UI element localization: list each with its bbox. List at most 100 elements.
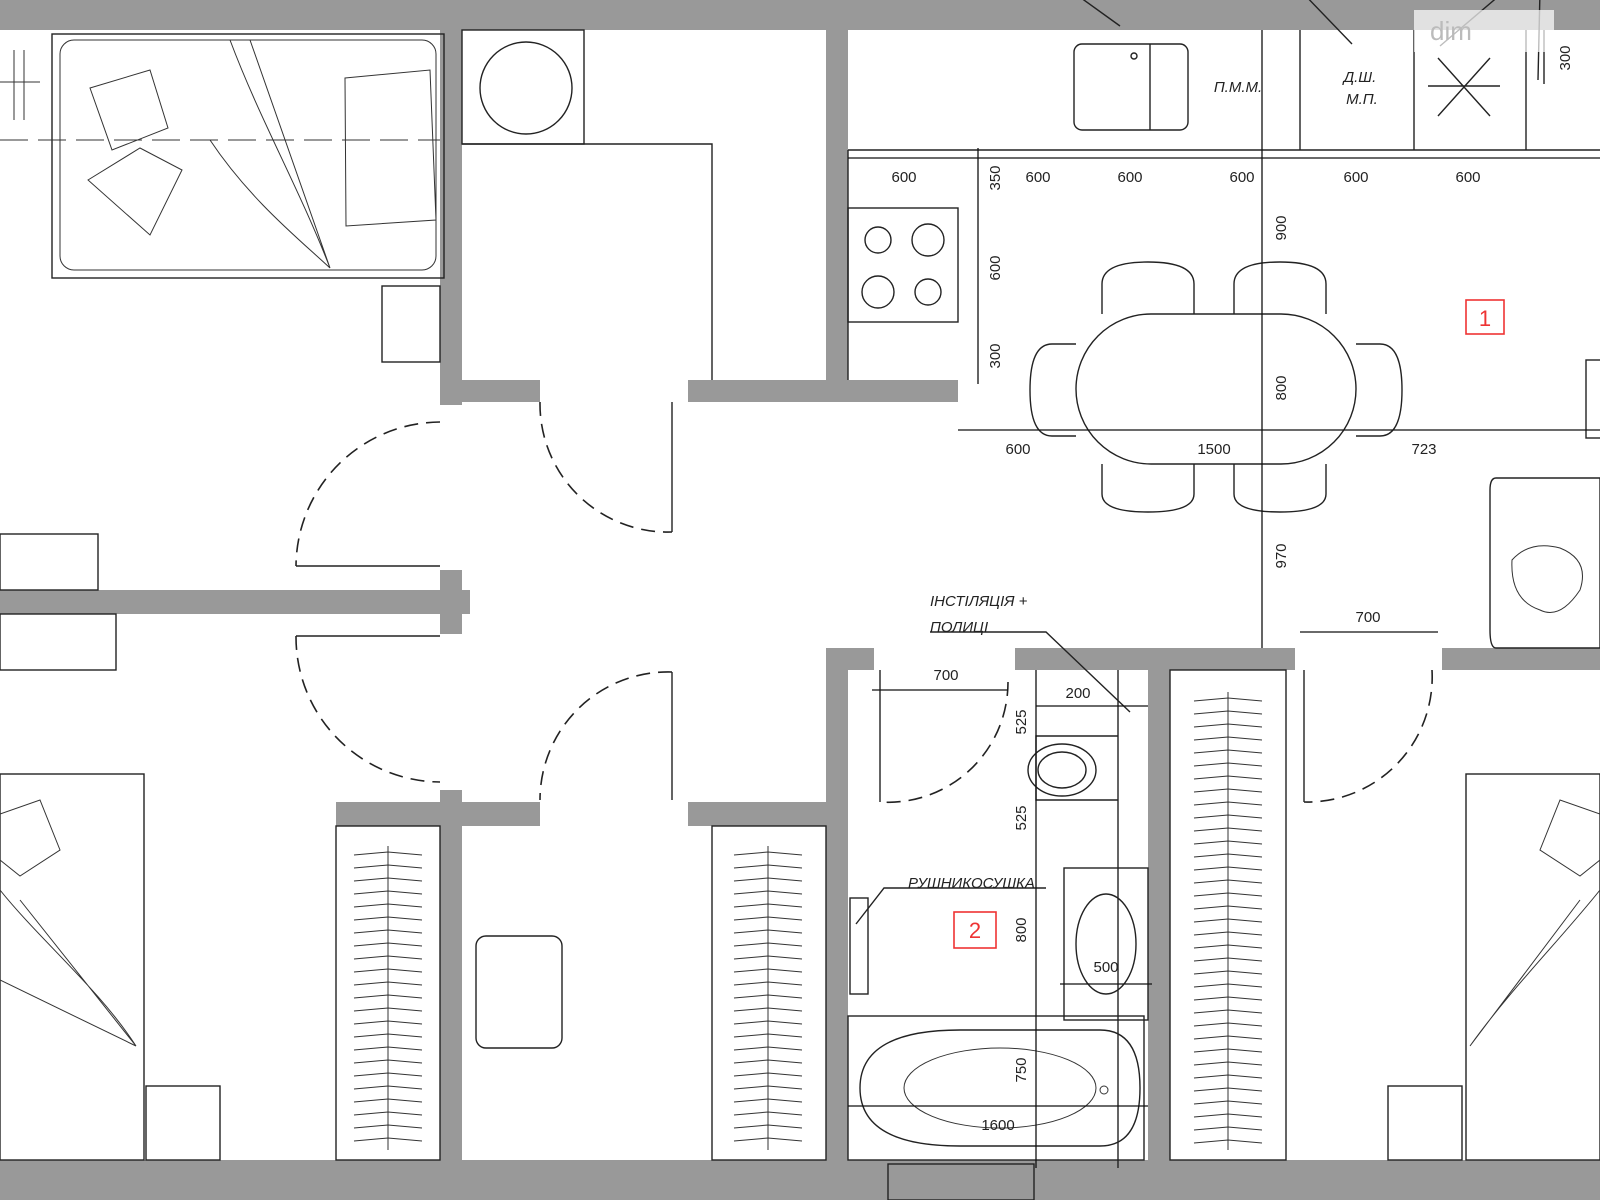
dim-bathtub-1600: 1600 [981,1117,1014,1134]
hanger-mark [1193,749,1263,754]
desk-nw [0,533,99,591]
wall-hall-nw [440,380,540,402]
hanger-mark [353,864,423,869]
chairs-sides [1029,343,1403,437]
hanger-mark [353,1085,423,1090]
dim-door-700: 700 [1355,609,1380,626]
hanger-marks [353,692,1263,1150]
dim-kitchen-top-4: 600 [1343,169,1368,186]
armchair-cushion [1511,545,1583,613]
hanger-mark [733,864,803,869]
toilet-seat [1037,751,1087,789]
bed-frame-sw [0,773,145,1161]
hanger-mark [353,1072,423,1077]
hanger-mark [353,994,423,999]
utility-room [461,29,713,380]
wall-bath-west [826,648,848,1168]
room-tags: 1 2 [953,299,1505,949]
bed-se [1387,773,1600,1161]
hanger-mark [1193,866,1263,871]
hanger-mark [733,1124,803,1129]
wall-gap-door [530,1160,706,1200]
desk-sw [0,613,117,671]
nightstand-se [1387,1085,1463,1161]
hanger-mark [733,903,803,908]
burner-1 [864,226,892,254]
room-tag-1-box [1465,299,1505,335]
label-washer-line-1: Д.Ш. [1342,69,1377,86]
hanger-mark [353,942,423,947]
doors [295,401,1433,804]
hanger-mark [733,1085,803,1090]
hanger-mark [1193,827,1263,832]
hanger-mark [733,877,803,882]
hanger-mark [353,981,423,986]
wall-bedroom-sw-east [440,790,462,1170]
dim-row-723: 723 [1411,441,1436,458]
hanger-mark [1193,905,1263,910]
watermark: dim [1414,10,1554,52]
dim-sink-500: 500 [1093,959,1118,976]
burner-3 [861,275,895,309]
bath-drain [1099,1085,1109,1095]
door-swing-nw [295,421,441,567]
hanger-mark [733,916,803,921]
hanger-mark [1193,1074,1263,1079]
cooktop [847,207,959,323]
hanger-mark [353,1007,423,1012]
dim-kitchen-top-1: 600 [1025,169,1050,186]
wall-pantry-east [826,30,848,402]
sink-icon [1073,43,1189,131]
hanger-mark [353,1020,423,1025]
hanger-mark [1193,1100,1263,1105]
hanger-mark [1193,1061,1263,1066]
hanger-mark [733,955,803,960]
hanger-mark [733,1033,803,1038]
nightstand-sw [145,1085,221,1161]
hanger-mark [733,1098,803,1103]
hanger-mark [353,890,423,895]
door-swing-n [539,401,673,533]
hanger-mark [733,1111,803,1116]
bathroom [847,631,1149,1200]
hanger-mark [353,1098,423,1103]
hanger-mark [733,968,803,973]
label-installation-line-2: ПОЛИЦІ [930,619,988,636]
hanger-mark [1193,879,1263,884]
label-washer-line-2: М.П. [1346,91,1378,108]
label-installation: ІНСТІЛЯЦІЯ + ПОЛИЦІ [930,593,1032,636]
dining-table [1075,313,1357,465]
label-washer: Д.Ш. М.П. [1342,69,1381,108]
door-swing-se [1303,669,1433,803]
dim-side-300: 300 [987,343,1004,368]
dim-bath-door-700: 700 [933,667,958,684]
bed-sw [0,533,563,1161]
label-towel-dryer: РУШНИКОСУШКА [908,875,1035,892]
hanger-mark [1193,736,1263,741]
dim-vert-970: 970 [1273,543,1290,568]
nightstand-nw [381,285,441,363]
hanger-mark [353,1111,423,1116]
hanger-mark [353,1033,423,1038]
hanger-mark [1193,1139,1263,1144]
toilet-icon [1027,743,1097,797]
duvet-folds [209,39,331,269]
hanger-mark [1193,892,1263,897]
wardrobe-sw [335,825,441,1161]
dim-cabinet-top: 600 [891,169,916,186]
bed-mattress [59,39,437,271]
hanger-mark [733,851,803,856]
hanger-mark [1193,1048,1263,1053]
leader-lines [1082,0,1541,81]
wardrobes [335,669,1287,1161]
watermark-bg [1414,10,1554,52]
chair-hall [475,935,563,1049]
kitchen [847,0,1600,380]
radiator-nw [0,50,40,120]
watermark-text: dim [1430,16,1472,46]
hanger-mark [1193,970,1263,975]
hanger-mark [1193,1126,1263,1131]
dim-wc-750: 750 [1013,1057,1030,1082]
wall-bedroom-se-north [1442,648,1600,670]
hanger-mark [353,1046,423,1051]
